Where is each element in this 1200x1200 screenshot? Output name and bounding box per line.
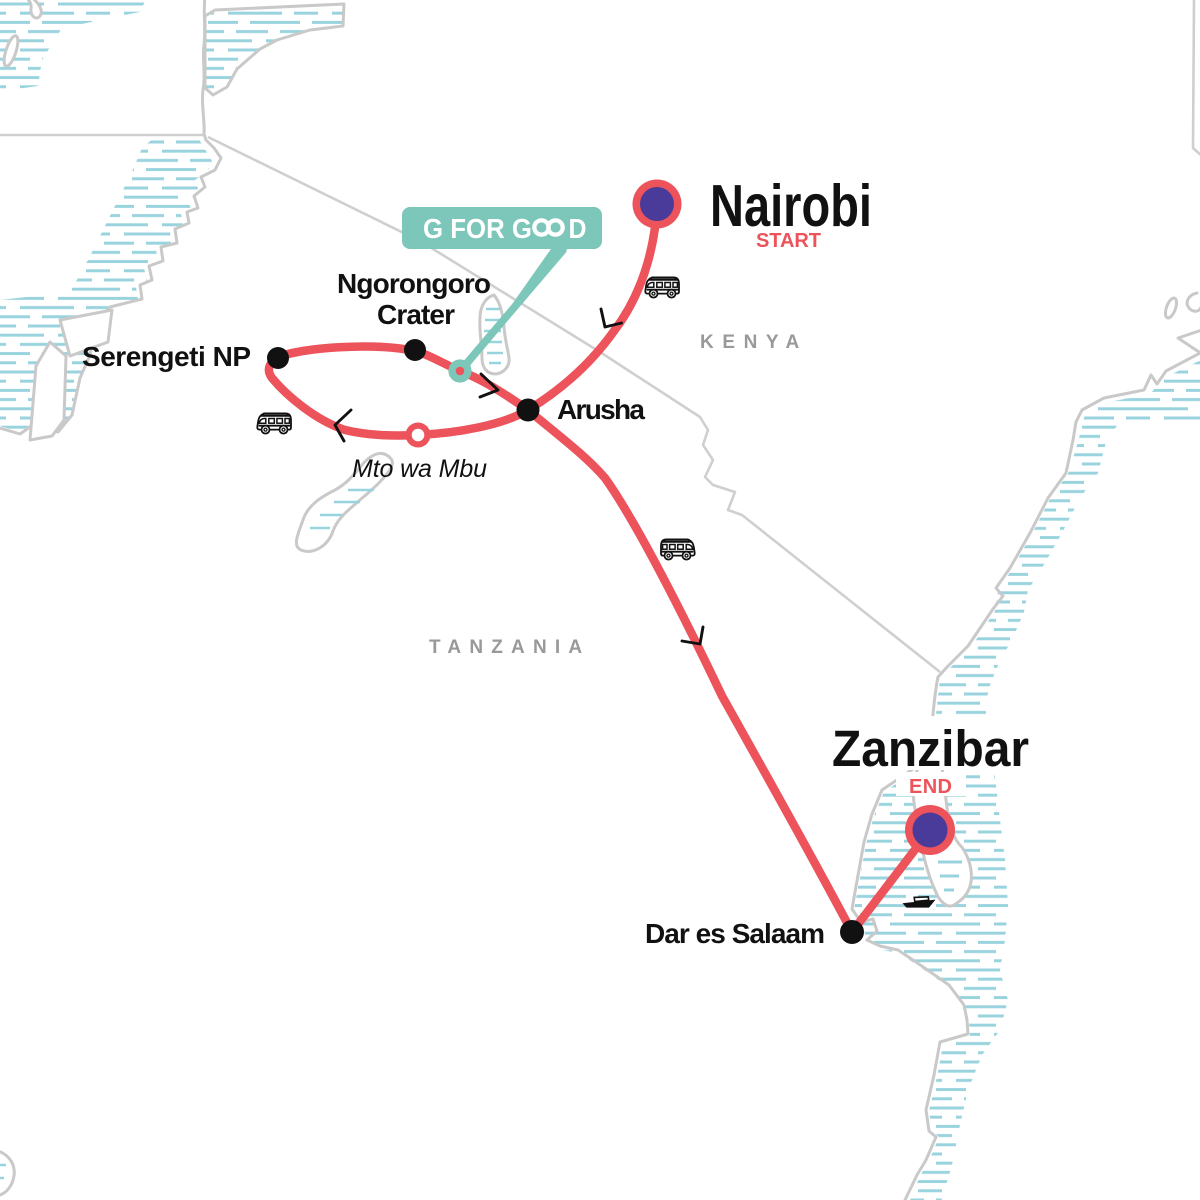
- svg-text:Dar es Salaam: Dar es Salaam: [645, 918, 825, 949]
- svg-text:Zanzibar: Zanzibar: [832, 720, 1029, 777]
- svg-text:START: START: [756, 230, 821, 252]
- svg-text:D: D: [569, 213, 587, 244]
- svg-text:G FOR G: G FOR G: [423, 213, 532, 244]
- svg-text:Serengeti NP: Serengeti NP: [82, 341, 251, 372]
- svg-text:Ngorongoro: Ngorongoro: [337, 268, 491, 299]
- svg-text:Crater: Crater: [377, 299, 455, 330]
- svg-text:Arusha: Arusha: [557, 394, 645, 425]
- svg-text:KENYA: KENYA: [700, 332, 808, 353]
- svg-text:Mto wa Mbu: Mto wa Mbu: [352, 455, 487, 483]
- svg-text:TANZANIA: TANZANIA: [429, 637, 590, 658]
- svg-text:Nairobi: Nairobi: [710, 173, 872, 239]
- svg-text:END: END: [909, 776, 952, 798]
